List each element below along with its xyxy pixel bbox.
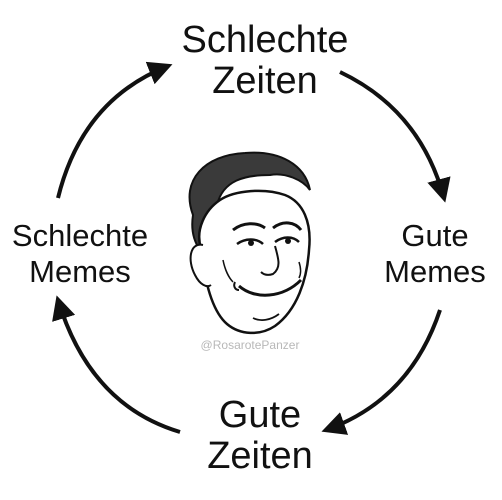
cycle-label-bad-times-line1: Schlechte (181, 19, 349, 61)
cycle-label-good-times: Gute Zeiten (160, 394, 360, 478)
arrow-left-to-top (56, 61, 173, 199)
watermark-text: @RosarotePanzer (200, 338, 300, 352)
cycle-label-good-memes-line2: Memes (384, 253, 486, 289)
arrow-bottom-to-left (52, 295, 181, 434)
cycle-label-good-times-line1: Gute (218, 394, 302, 436)
cycle-label-bad-times: Schlechte Zeiten (150, 19, 380, 103)
arrow-right-to-bottom (321, 309, 442, 435)
arrow-top-to-right (339, 70, 451, 203)
cycle-label-bad-memes: Schlechte Memes (0, 218, 160, 289)
cycle-label-bad-memes-line2: Memes (29, 253, 131, 289)
cycle-label-good-memes-line1: Gute (401, 218, 469, 253)
cycle-label-good-times-line2: Zeiten (207, 435, 313, 478)
cycle-label-bad-times-line2: Zeiten (212, 60, 318, 103)
cycle-label-good-memes: Gute Memes (370, 218, 500, 289)
cycle-label-bad-memes-line1: Schlechte (11, 218, 149, 253)
smirking-face-drawing (188, 151, 311, 335)
